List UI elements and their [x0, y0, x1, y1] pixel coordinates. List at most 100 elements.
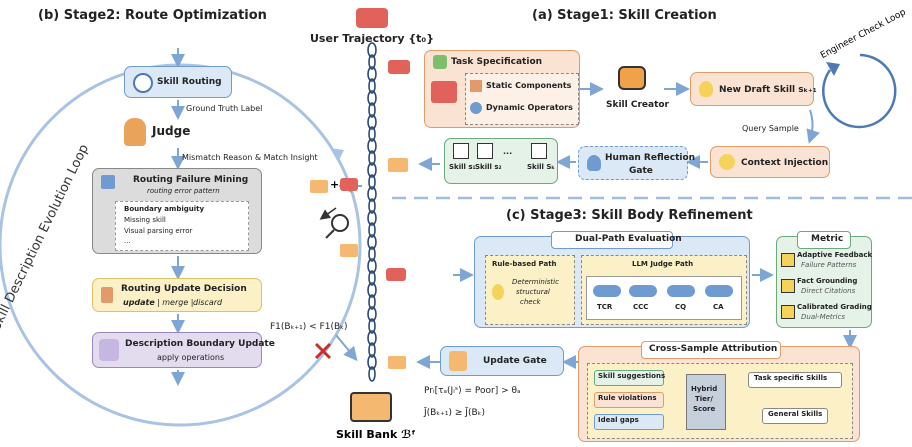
query-sample-label: Query Sample	[742, 124, 799, 133]
metric-sub: Failure Patterns	[801, 261, 857, 269]
skill-routing-label: Skill Routing	[157, 77, 222, 87]
hybrid-label: Hybrid	[691, 385, 718, 393]
error-item: Boundary ambiguity	[124, 205, 205, 213]
file-icon	[531, 143, 547, 159]
formula-poor: Prᵢ[τₐ(Jᵢˢ) = Poor] > θₐ	[424, 386, 521, 396]
judge-robot-icon	[667, 285, 695, 297]
metric-sub: Dual-Metrics	[801, 313, 845, 321]
folder-icon	[388, 158, 408, 172]
loop-arrowhead	[330, 148, 344, 162]
boundary-update-box: Description Boundary Update apply operat…	[92, 332, 275, 368]
task-specific-skills: Task specific Skills	[754, 374, 828, 382]
robot-face-icon	[719, 154, 735, 170]
chart-icon	[101, 175, 115, 189]
chat-icon	[340, 178, 358, 191]
judge-robot-icon	[593, 285, 621, 297]
file-icon	[453, 143, 469, 159]
context-injection-box: Context Injection	[710, 146, 830, 178]
toolbox-icon	[431, 81, 457, 103]
metric-title: Metric	[811, 234, 844, 244]
rule-path-box: Rule-based Path Deterministic structural…	[485, 255, 575, 325]
skill-bank-icon	[350, 392, 392, 422]
attr-source: Skill suggestions	[598, 372, 666, 380]
skill-routing-box: Skill Routing	[124, 66, 232, 98]
rule-desc: check	[520, 298, 541, 306]
error-item: ...	[124, 237, 131, 245]
magnifier-icon	[325, 214, 349, 239]
gear-icon	[470, 102, 482, 114]
signpost-icon	[101, 287, 113, 303]
discard-option: discard	[193, 298, 223, 307]
stamp-icon	[449, 351, 467, 371]
chat-icon	[386, 268, 406, 281]
update-gate-box: Update Gate	[440, 346, 564, 376]
file-icon	[477, 143, 493, 159]
f1-condition: F1(Bₖ₊₁) < F1(Bₖ)	[270, 322, 348, 332]
error-item: Missing skill	[124, 216, 166, 224]
update-decision-title: Routing Update Decision	[121, 284, 247, 294]
compass-icon	[133, 73, 153, 93]
components-icon	[470, 80, 482, 92]
robot-icon	[618, 66, 646, 90]
update-decision-box: Routing Update Decision update | merge |…	[92, 278, 262, 312]
stage3-title: (c) Stage3: Skill Body Refinement	[506, 208, 753, 223]
engineer-loop-arrow	[822, 53, 897, 129]
folder-icon	[310, 180, 328, 193]
chat-icon	[388, 60, 410, 74]
task-spec-title: Task Specification	[451, 57, 543, 67]
folder-icon	[340, 244, 358, 257]
merge-option: | merge |	[157, 298, 194, 307]
formula-improve: J̄(Bₖ₊₁) ≥ J̄(Bₖ)	[424, 408, 485, 418]
apply-ops-label: apply operations	[157, 353, 225, 362]
human-reflection-box: Human Reflection Gate	[578, 146, 695, 180]
metric-name: Adaptive Feedback	[797, 251, 873, 259]
skill-item: Skill s₁	[449, 163, 476, 171]
hybrid-box: Hybrid Tier/ Score	[686, 374, 726, 430]
judge-robot-icon	[629, 285, 657, 297]
dual-path-title: Dual-Path Evaluation	[575, 234, 682, 244]
error-item: Visual parsing error	[124, 227, 193, 235]
metric-name: Calibrated Grading	[797, 303, 872, 311]
folder-icon	[388, 356, 406, 369]
dual-path-box: Dual-Path Evaluation Rule-based Path Det…	[474, 231, 750, 328]
cross-sample-box: Cross-Sample Attribution Skill suggestio…	[578, 341, 860, 442]
hybrid-label: Tier/	[695, 395, 713, 403]
skills-box: Skill s₁ Skill s₂ ... Skill Sₖ	[444, 138, 558, 184]
check-icon	[781, 305, 795, 319]
failure-mining-sub: routing error pattern	[147, 187, 220, 195]
stage2-title: (b) Stage2: Route Optimization	[38, 8, 267, 23]
judge-tag: CCC	[633, 303, 649, 311]
dynamic-operators: Dynamic Operators	[486, 103, 573, 112]
rule-desc: Deterministic	[512, 278, 559, 286]
attr-source: Ideal gaps	[598, 416, 639, 424]
idea-icon	[492, 284, 504, 300]
document-icon	[99, 339, 119, 361]
hybrid-label: Score	[693, 405, 716, 413]
failure-mining-box: Routing Failure Mining routing error pat…	[92, 168, 262, 254]
chat-bubble-icon	[356, 8, 388, 28]
judge-tag: CA	[713, 303, 724, 311]
static-components: Static Components	[486, 81, 572, 90]
user-trajectory-label: User Trajectory {t₀}	[310, 32, 435, 45]
llm-path-box: LLM Judge Path TCR CCC CQ CA	[581, 255, 747, 325]
ground-truth-label: Ground Truth Label	[186, 104, 263, 113]
stage1-title: (a) Stage1: Skill Creation	[532, 8, 717, 23]
lightbulb-icon	[699, 81, 713, 97]
judge-tag: CQ	[675, 303, 687, 311]
update-option: update	[123, 298, 155, 307]
judge-tag: TCR	[597, 303, 613, 311]
context-injection-label: Context Injection	[741, 158, 829, 168]
judge-robot-icon	[705, 285, 733, 297]
llm-path-title: LLM Judge Path	[632, 260, 694, 268]
task-spec-box: Task Specification Static Components Dyn…	[424, 50, 580, 128]
new-draft-label: New Draft Skill sₖ₊₁	[719, 85, 817, 95]
new-draft-box: New Draft Skill sₖ₊₁	[690, 72, 817, 106]
failure-mining-title: Routing Failure Mining	[133, 175, 249, 185]
mismatch-label: Mismatch Reason & Match Insight	[182, 153, 318, 162]
judge-avatar-icon	[124, 118, 146, 146]
metric-sub: Direct Citations	[801, 287, 856, 295]
metric-name: Fact Grounding	[797, 277, 858, 285]
gate-label: Gate	[629, 166, 653, 176]
check-icon	[781, 279, 795, 293]
metric-box: Metric Adaptive Feedback Failure Pattern…	[776, 231, 873, 328]
